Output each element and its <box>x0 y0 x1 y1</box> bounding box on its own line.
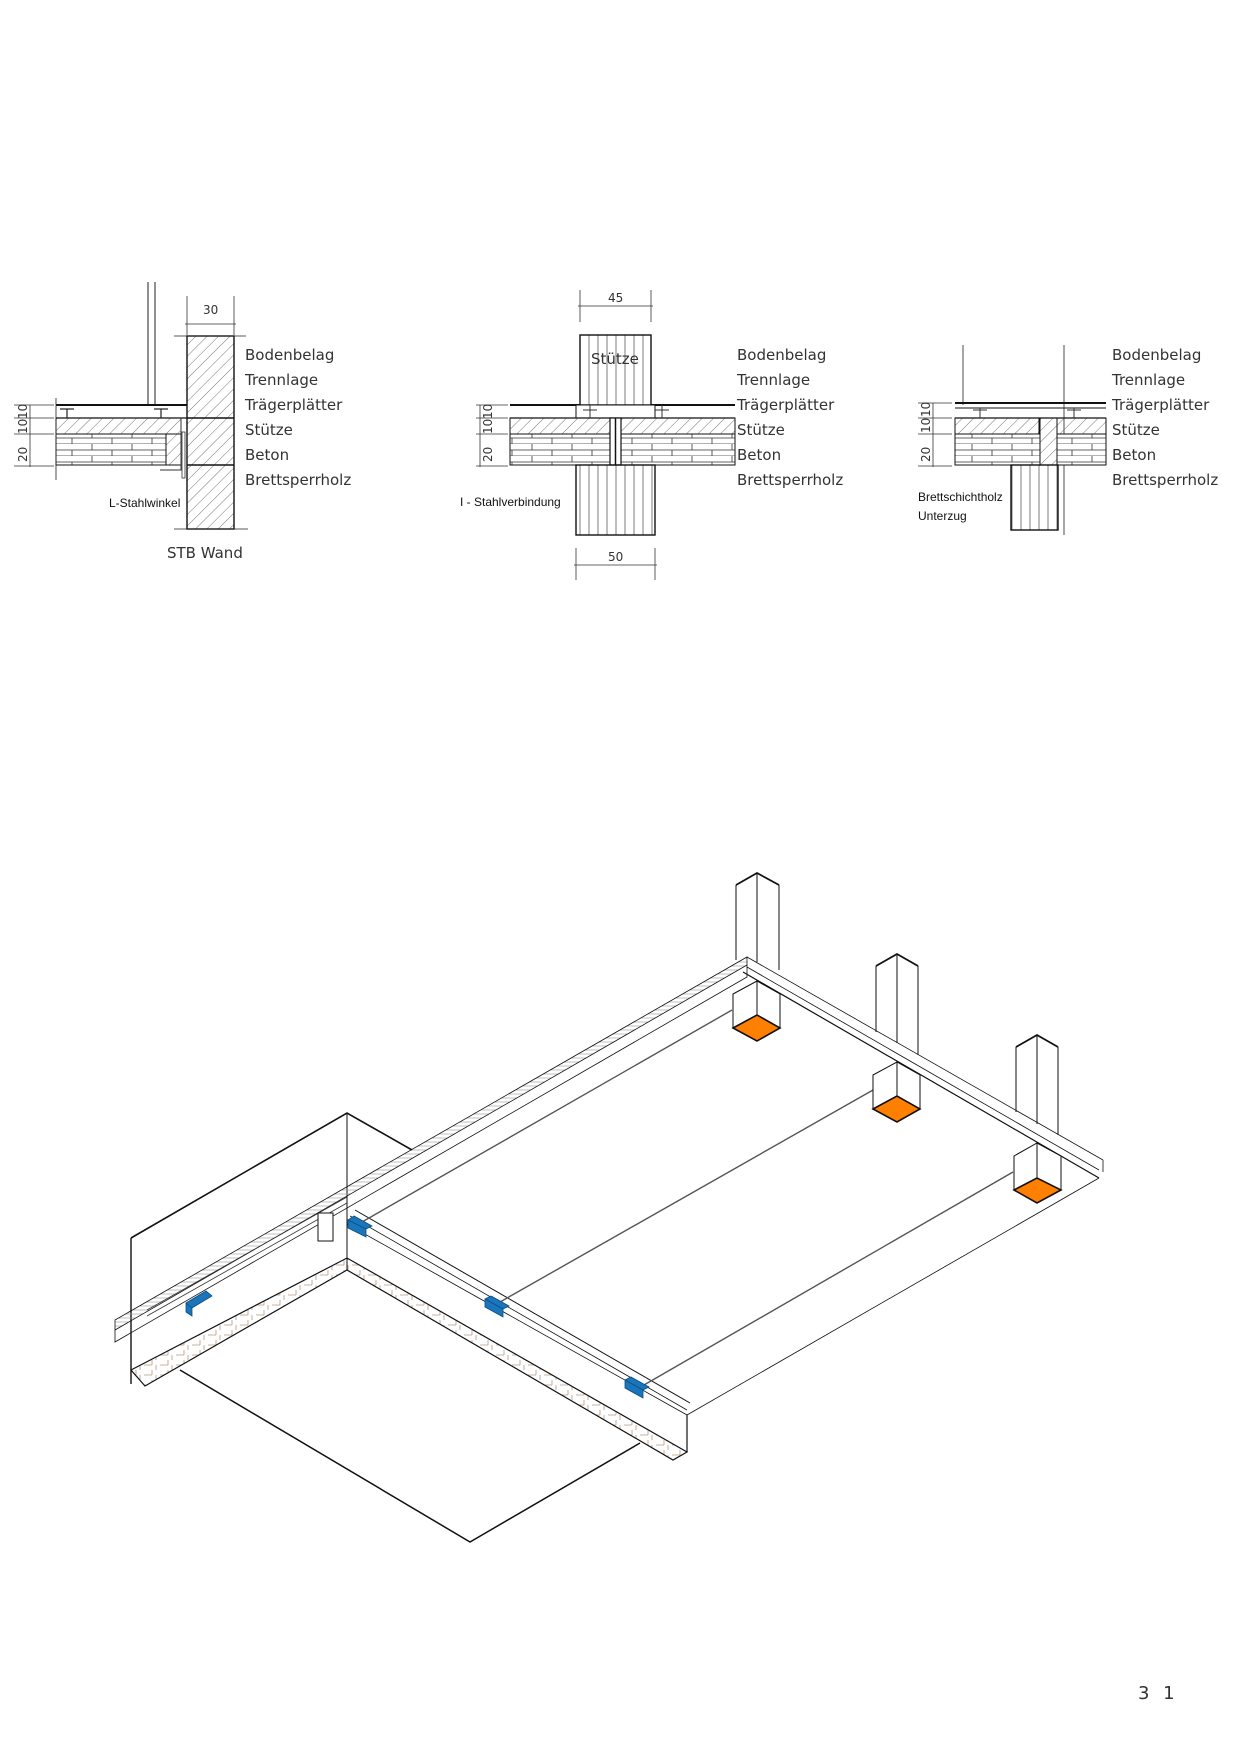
dim-20: 20 <box>919 447 933 462</box>
dim-10a: 10 <box>481 404 495 419</box>
column-base-orange <box>731 1014 782 1042</box>
steel-clip-3 <box>484 1295 510 1318</box>
clt-slab-band <box>130 1257 689 1461</box>
side-dimensions <box>476 404 508 467</box>
steel-clip-4 <box>624 1376 650 1399</box>
dimension-top <box>185 296 236 335</box>
dim-10b: 10 <box>16 419 30 434</box>
layer-labels: Bodenbelag Trennlage Trägerplätter Stütz… <box>736 346 843 489</box>
column-base-orange <box>1012 1177 1063 1204</box>
dim-20: 20 <box>16 447 30 462</box>
label-bodenbelag: Bodenbelag <box>737 346 826 364</box>
label-brettsperrholz: Brettsperrholz <box>245 471 351 489</box>
label-stuetze: Stütze <box>245 421 293 439</box>
connection-label: L-Stahlwinkel <box>109 496 180 510</box>
label-stuetze: Stütze <box>1112 421 1160 439</box>
dim-10a: 10 <box>16 404 30 419</box>
layer-labels: Bodenbelag Trennlage Trägerplätter Stütz… <box>244 346 351 489</box>
label-bodenbelag: Bodenbelag <box>245 346 334 364</box>
label-brettsperrholz: Brettsperrholz <box>1112 471 1218 489</box>
label-beton: Beton <box>737 446 781 464</box>
slab-edge-front <box>686 1177 1100 1416</box>
slab-edge-right <box>746 956 1104 1161</box>
page-number: 3 1 <box>1138 1683 1179 1704</box>
label-trennlage: Trennlage <box>244 371 318 389</box>
detail-beam: 10 10 20 Brettschichtholz Unterzug Boden… <box>918 345 1218 535</box>
steel-clip-1 <box>185 1290 213 1317</box>
concrete-rib <box>1039 417 1058 466</box>
clt-slab <box>55 433 167 466</box>
label-stuetze: Stütze <box>737 421 785 439</box>
side-dimensions <box>14 404 54 467</box>
lower-floor-plane <box>179 1369 641 1543</box>
support-pedestal <box>60 408 168 418</box>
dim-10b: 10 <box>919 418 933 433</box>
column-2 <box>871 952 922 1123</box>
dimension-top <box>578 290 653 322</box>
label-traegerplaetter: Trägerplätter <box>736 396 835 414</box>
side-dimensions <box>918 402 952 467</box>
dimension-top-label: 45 <box>608 291 623 305</box>
label-traegerplaetter: Trägerplätter <box>1111 396 1210 414</box>
connection-label: I - Stahlverbindung <box>460 495 561 509</box>
label-trennlage: Trennlage <box>1111 371 1185 389</box>
label-bodenbelag: Bodenbelag <box>1112 346 1201 364</box>
dim-20: 20 <box>481 447 495 462</box>
label-trennlage: Trennlage <box>736 371 810 389</box>
floor-edge-strip <box>114 956 748 1331</box>
column-3 <box>1012 1033 1063 1204</box>
concrete-wall <box>186 335 235 530</box>
column-label: Stütze <box>591 350 639 368</box>
beam-label-1: Brettschichtholz <box>918 490 1003 504</box>
dimension-bottom <box>574 548 657 580</box>
isometric-view <box>114 871 1104 1543</box>
label-traegerplaetter: Trägerplätter <box>244 396 343 414</box>
concrete-layer <box>55 417 182 435</box>
detail-wall: 30 10 10 20 <box>14 282 351 562</box>
label-brettsperrholz: Brettsperrholz <box>737 471 843 489</box>
steel-clip-2 <box>347 1215 373 1238</box>
upper-column <box>579 334 652 406</box>
glulam-beam <box>1010 464 1059 531</box>
label-beton: Beton <box>245 446 289 464</box>
corner-post <box>317 1212 334 1242</box>
beam-label-2: Unterzug <box>918 509 967 523</box>
dim-10b: 10 <box>481 419 495 434</box>
column-1 <box>731 871 782 1042</box>
joist-lines <box>361 1009 1014 1386</box>
lower-column <box>575 464 656 536</box>
clt-slab <box>509 433 611 466</box>
l-steel-angle <box>160 418 182 471</box>
wall-caption: STB Wand <box>167 544 243 562</box>
dim-10a: 10 <box>919 402 933 417</box>
label-beton: Beton <box>1112 446 1156 464</box>
dimension-bottom-label: 50 <box>608 550 623 564</box>
column-base-orange <box>871 1095 922 1123</box>
layer-labels: Bodenbelag Trennlage Trägerplätter Stütz… <box>1111 346 1218 489</box>
detail-column: 45 Stütze 10 10 20 I - Stahlverbindung <box>460 290 843 580</box>
dimension-top-label: 30 <box>203 303 218 317</box>
